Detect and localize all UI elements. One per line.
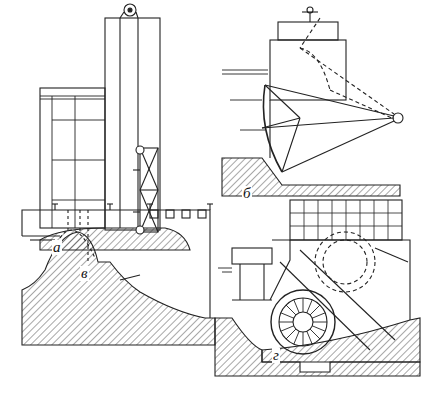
roller-spoke (281, 313, 294, 318)
segment-gate-sketch (222, 7, 403, 196)
sketch-letter: б (242, 186, 252, 201)
roller-spoke (286, 305, 296, 315)
roller-spoke (307, 300, 312, 313)
roller-spoke (310, 305, 320, 315)
roller-spoke (307, 331, 312, 344)
roller-spoke (281, 326, 294, 331)
roller-spoke (310, 329, 320, 339)
roller-spoke (286, 329, 296, 339)
roller-spoke (294, 300, 299, 313)
roller-spoke (312, 313, 325, 318)
sketch-letter: в (80, 266, 89, 281)
roller-gate-sketch (215, 200, 420, 376)
roller-spoke (313, 322, 327, 323)
roller-spoke (294, 331, 299, 344)
roller-spoke (303, 298, 304, 312)
sketch-letter: а (52, 240, 62, 255)
roller-spoke (303, 332, 304, 346)
roller-spoke (279, 322, 293, 323)
roller-spoke (312, 326, 325, 331)
lift-gate-sketch (40, 4, 190, 250)
sketch-letter: г (272, 348, 280, 363)
crest-gate-sketch (22, 204, 215, 345)
